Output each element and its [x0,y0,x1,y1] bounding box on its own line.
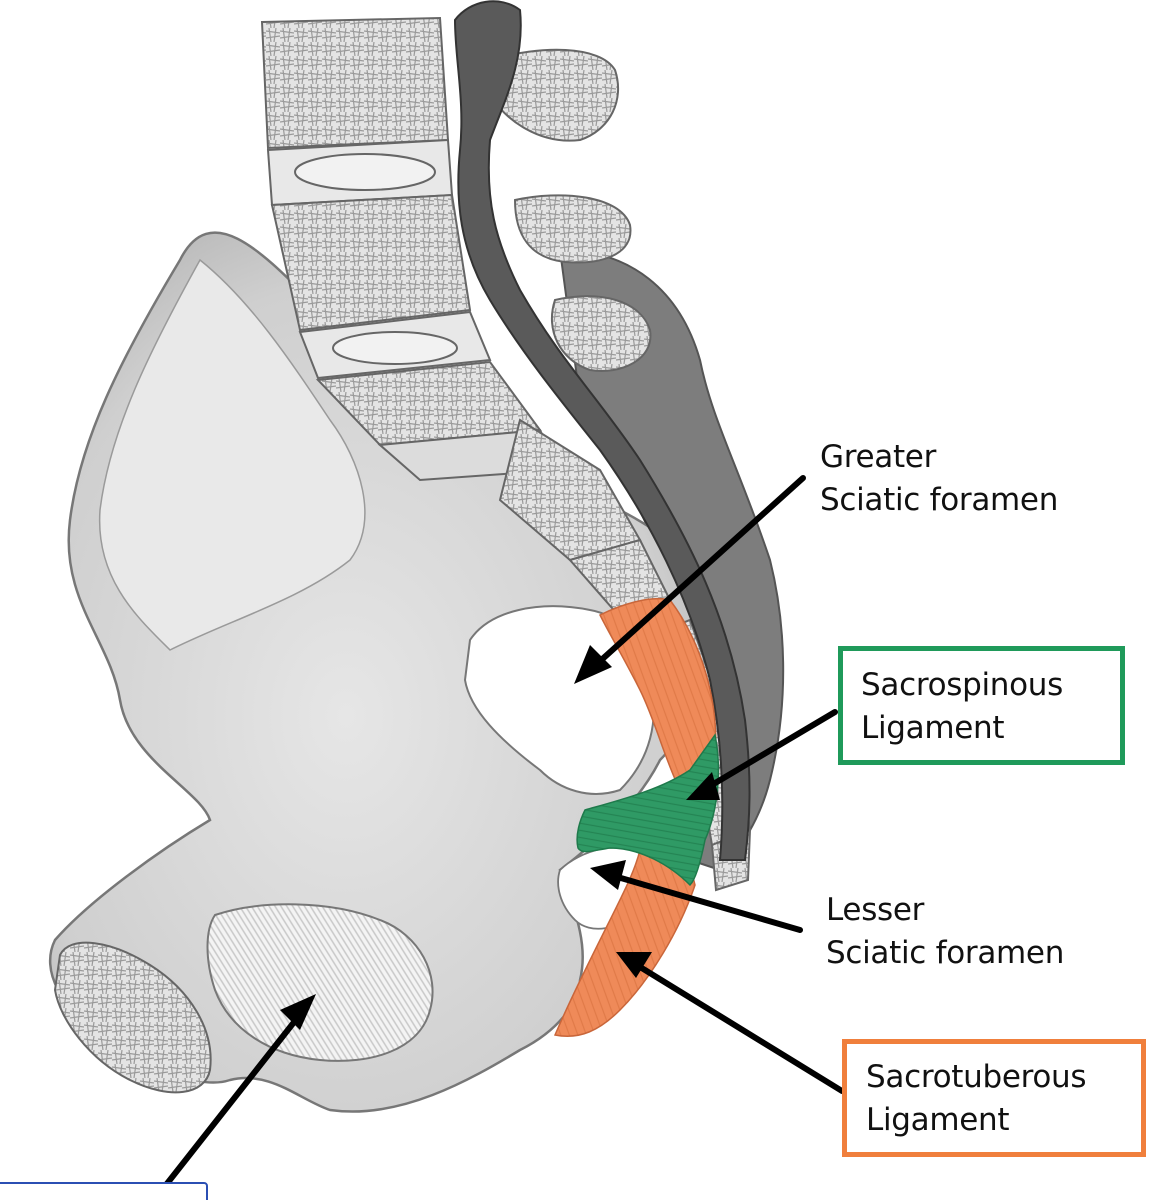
obturator-membrane [206,903,434,1062]
sacrospinous-label-line1: Sacrospinous [861,667,1064,703]
pubic-symphysis [53,941,212,1094]
lesser-sciatic-label-line2: Sciatic foramen [826,935,1065,971]
arrowhead-obturator [280,994,316,1030]
arrow-greater-sciatic [585,475,806,675]
arrowhead-sacrospinous [686,772,720,800]
arrow-sacrotuberous [629,959,845,1094]
spinal-canal [453,0,751,861]
pointer-arrows [159,475,845,1193]
sacrotuberous-ligament-lower [553,848,696,1037]
arrowhead-greater-sciatic [574,645,612,684]
arrowhead-sacrotuberous [616,952,652,978]
greater-sciatic-label-line1: Greater [820,439,937,475]
arrow-sacrospinous [697,709,838,795]
arrow-heads [280,645,720,1030]
sacrotuberous-label-line1: Sacrotuberous [866,1059,1087,1095]
greater-sciatic-label-line2: Sciatic foramen [820,482,1059,518]
sacrotuberous-label-box [842,1039,1146,1157]
obturator-label-box [0,1182,208,1200]
arrow-lesser-sciatic [604,871,803,933]
lumbar-vertebrae [260,16,542,447]
arrow-obturator [159,1009,305,1193]
spinous-processes [489,48,652,372]
sacrospinous-ligament [576,733,720,887]
arrowhead-lesser-sciatic [590,860,626,890]
sacrotuberous-label-line2: Ligament [866,1102,1010,1138]
sacrospinous-label-line2: Ligament [861,710,1005,746]
iliac-fossa [98,258,366,651]
sacrospinous-label-box [838,646,1125,765]
lesser-sciatic-label-line1: Lesser [826,892,925,928]
